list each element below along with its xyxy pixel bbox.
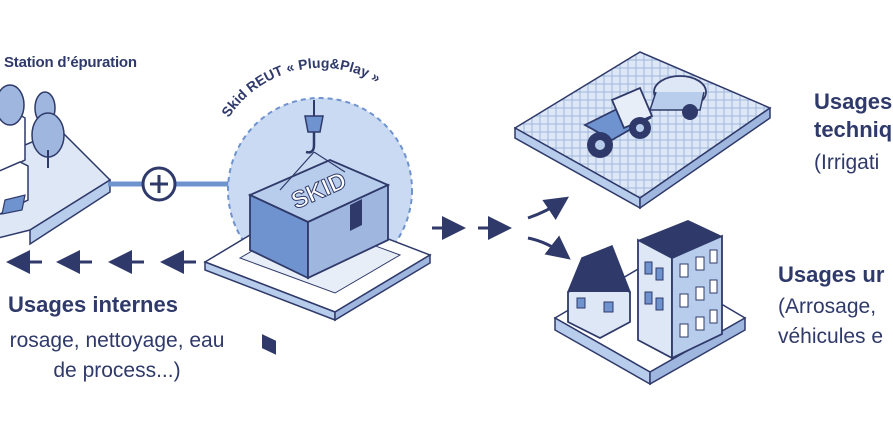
internal-uses-description: rosage, nettoyage, eau de process...) <box>0 326 242 386</box>
skid-illustration: Skid REUT « Plug&Play » SKID <box>203 55 432 355</box>
urban-uses-description: (Arrosage, véhicules e <box>778 292 883 352</box>
treatment-plant-illustration <box>0 84 112 246</box>
technical-uses-description: (Irrigati <box>814 151 880 174</box>
technical-uses-title-line1: Usages <box>814 89 893 114</box>
urban-uses-desc-line2: véhicules e <box>778 325 884 348</box>
arrow-icon <box>527 235 571 260</box>
internal-uses-desc-line1: rosage, nettoyage, eau <box>9 329 225 352</box>
station-label: Station d’épuration <box>4 54 137 71</box>
tree-icon <box>0 84 65 168</box>
arrow-icon <box>527 196 569 220</box>
crane-hook-icon <box>279 100 346 191</box>
building-icon <box>637 220 723 360</box>
tractor-icon <box>583 75 707 158</box>
internal-uses-title: Usages internes <box>8 292 178 317</box>
forward-arrows <box>432 196 571 260</box>
internal-uses-desc-line2: de process...) <box>53 359 181 382</box>
house-icon <box>567 245 631 340</box>
plus-icon <box>141 166 177 202</box>
urban-block-illustration <box>553 220 747 386</box>
irrigation-field-illustration <box>513 51 772 210</box>
technical-uses-title: Usages techniq <box>814 88 892 144</box>
urban-uses-title: Usages ur <box>778 262 885 287</box>
technical-uses-title-line2: techniq <box>814 117 893 142</box>
connection-pipe <box>108 166 248 202</box>
urban-uses-desc-line1: (Arrosage, <box>778 295 877 318</box>
